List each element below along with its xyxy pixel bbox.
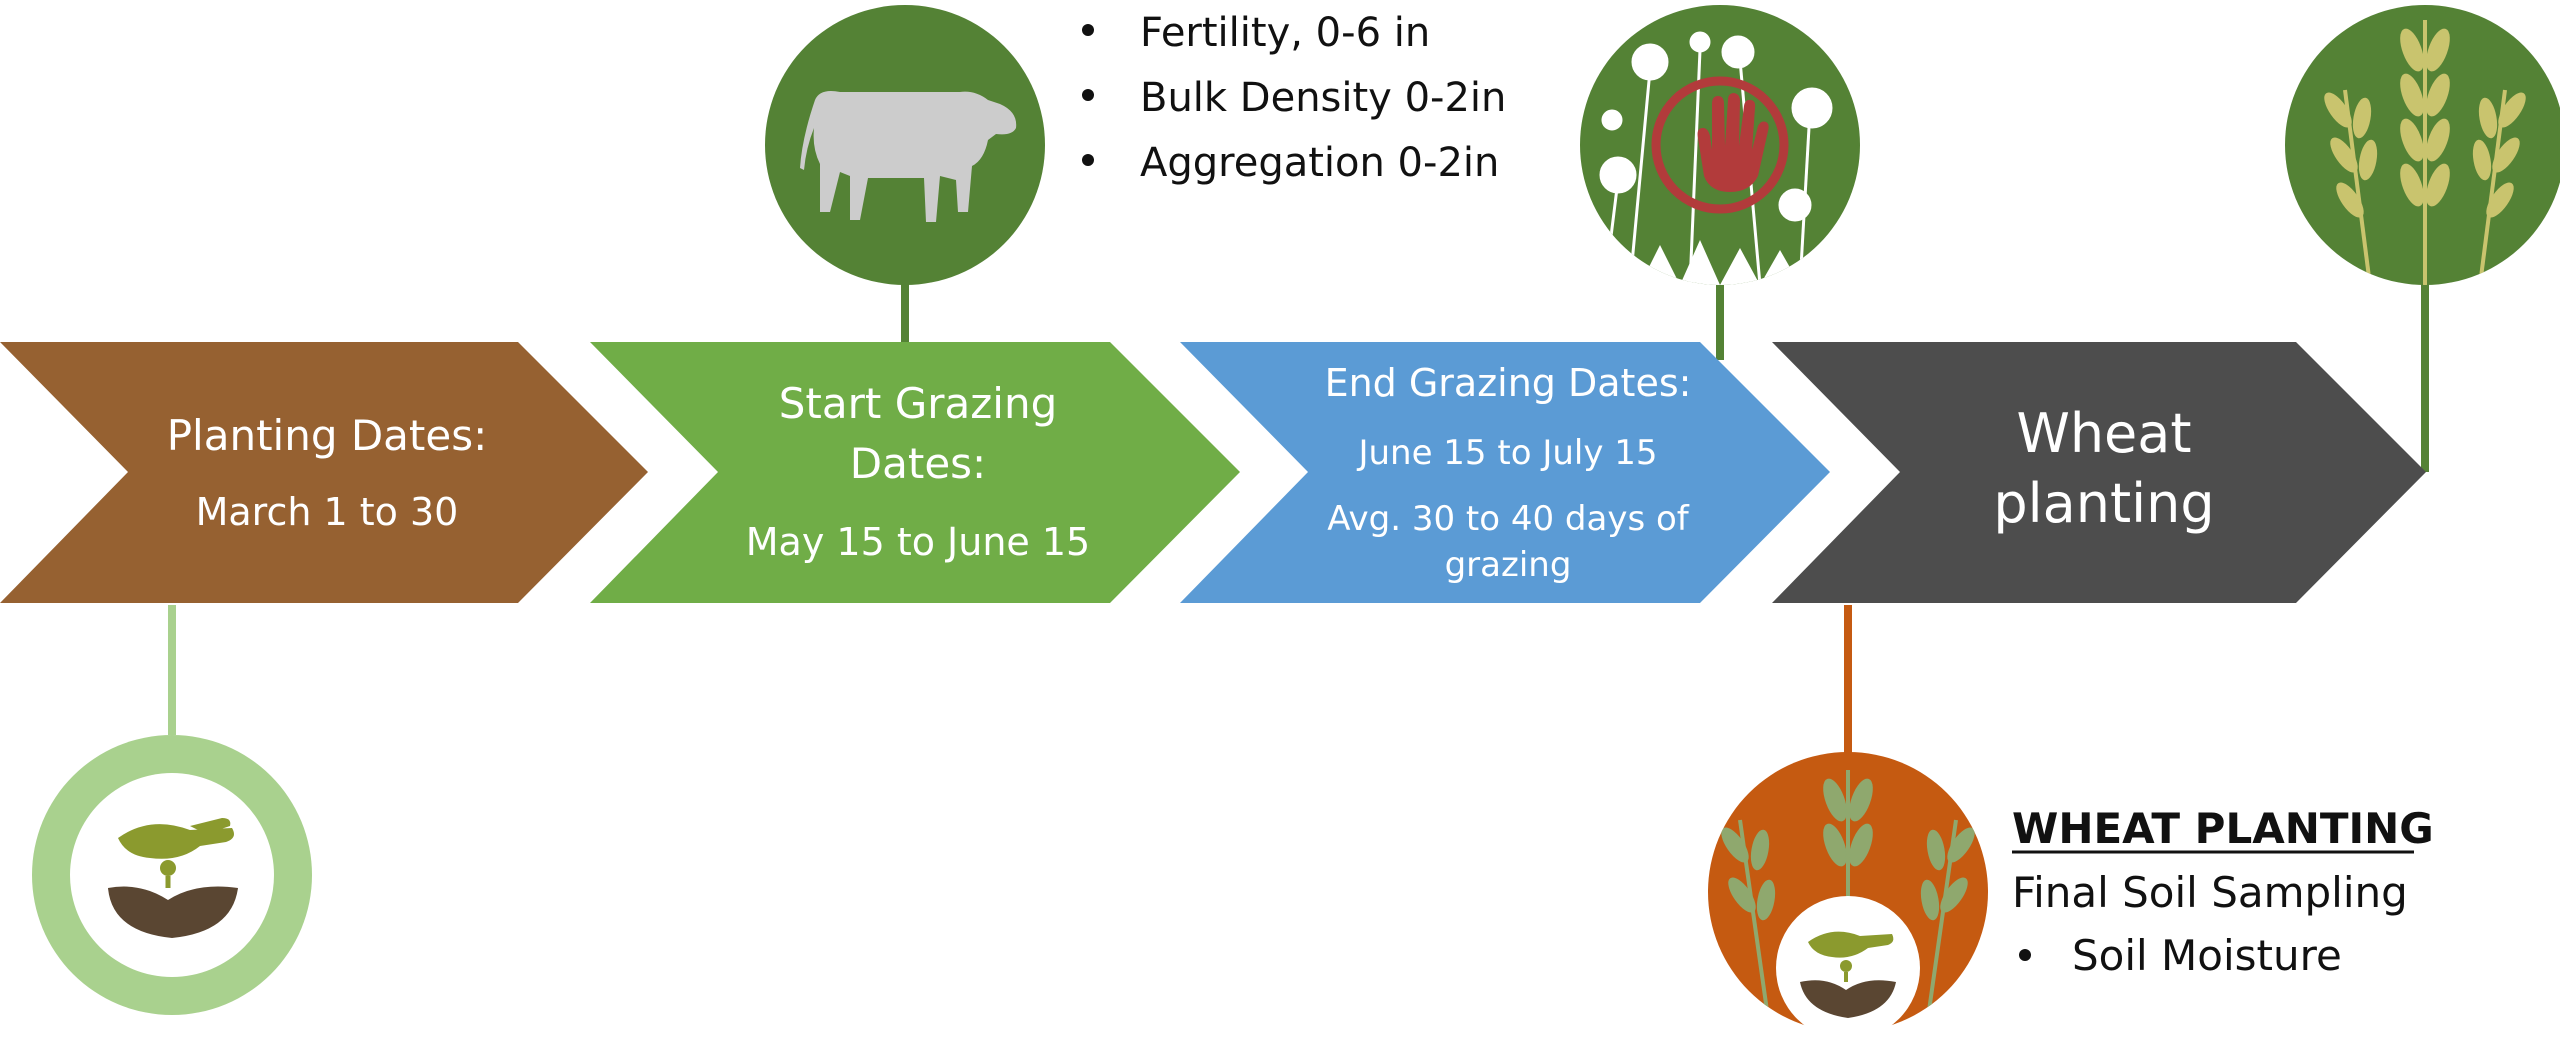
cow-icon [765, 5, 1045, 285]
measurement-bulk-density: Bulk Density 0-2in [1140, 75, 1506, 121]
measurement-fertility: Fertility, 0-6 in [1140, 10, 1430, 56]
grazing-measurement-list: Fertility, 0-6 in Bulk Density 0-2in Agg… [1082, 10, 1506, 186]
chevron-wheat-planting [1772, 342, 2426, 603]
chevron-start-grazing [590, 342, 1240, 603]
start-grazing-title-line1: Start Grazing [779, 379, 1058, 428]
end-grazing-dates: June 15 to July 15 [1356, 433, 1657, 473]
final-soil-sampling: Final Soil Sampling [2012, 868, 2408, 917]
start-grazing-title-line2: Dates: [850, 439, 986, 488]
seed-planting-icon [32, 735, 312, 1015]
planting-title: Planting Dates: [167, 411, 488, 460]
wheat-planting-title-line1: Wheat [2016, 402, 2191, 465]
bullet [1082, 24, 1094, 36]
end-grazing-average-line1: Avg. 30 to 40 days of [1327, 499, 1690, 539]
end-grazing-average-line2: grazing [1445, 545, 1572, 585]
measurement-aggregation: Aggregation 0-2in [1140, 140, 1499, 186]
wheat-planting-heading: WHEAT PLANTING [2012, 804, 2434, 853]
bullet [1082, 154, 1094, 166]
planting-dates: March 1 to 30 [196, 490, 459, 534]
bullet [2019, 949, 2031, 961]
end-grazing-title: End Grazing Dates: [1325, 361, 1692, 405]
wheat-seed-planting-icon [1708, 752, 1988, 1039]
chevron-end-grazing [1180, 342, 1830, 603]
wheat-icon [2285, 5, 2560, 285]
wheat-planting-note: WHEAT PLANTING Final Soil Sampling Soil … [2012, 804, 2434, 980]
wheat-planting-title-line2: planting [1993, 472, 2214, 535]
stop-hand-icon [1580, 5, 1860, 285]
start-grazing-dates: May 15 to June 15 [746, 520, 1091, 564]
soil-moisture-item: Soil Moisture [2072, 931, 2342, 980]
bullet [1082, 89, 1094, 101]
chevron-planting [0, 342, 648, 603]
